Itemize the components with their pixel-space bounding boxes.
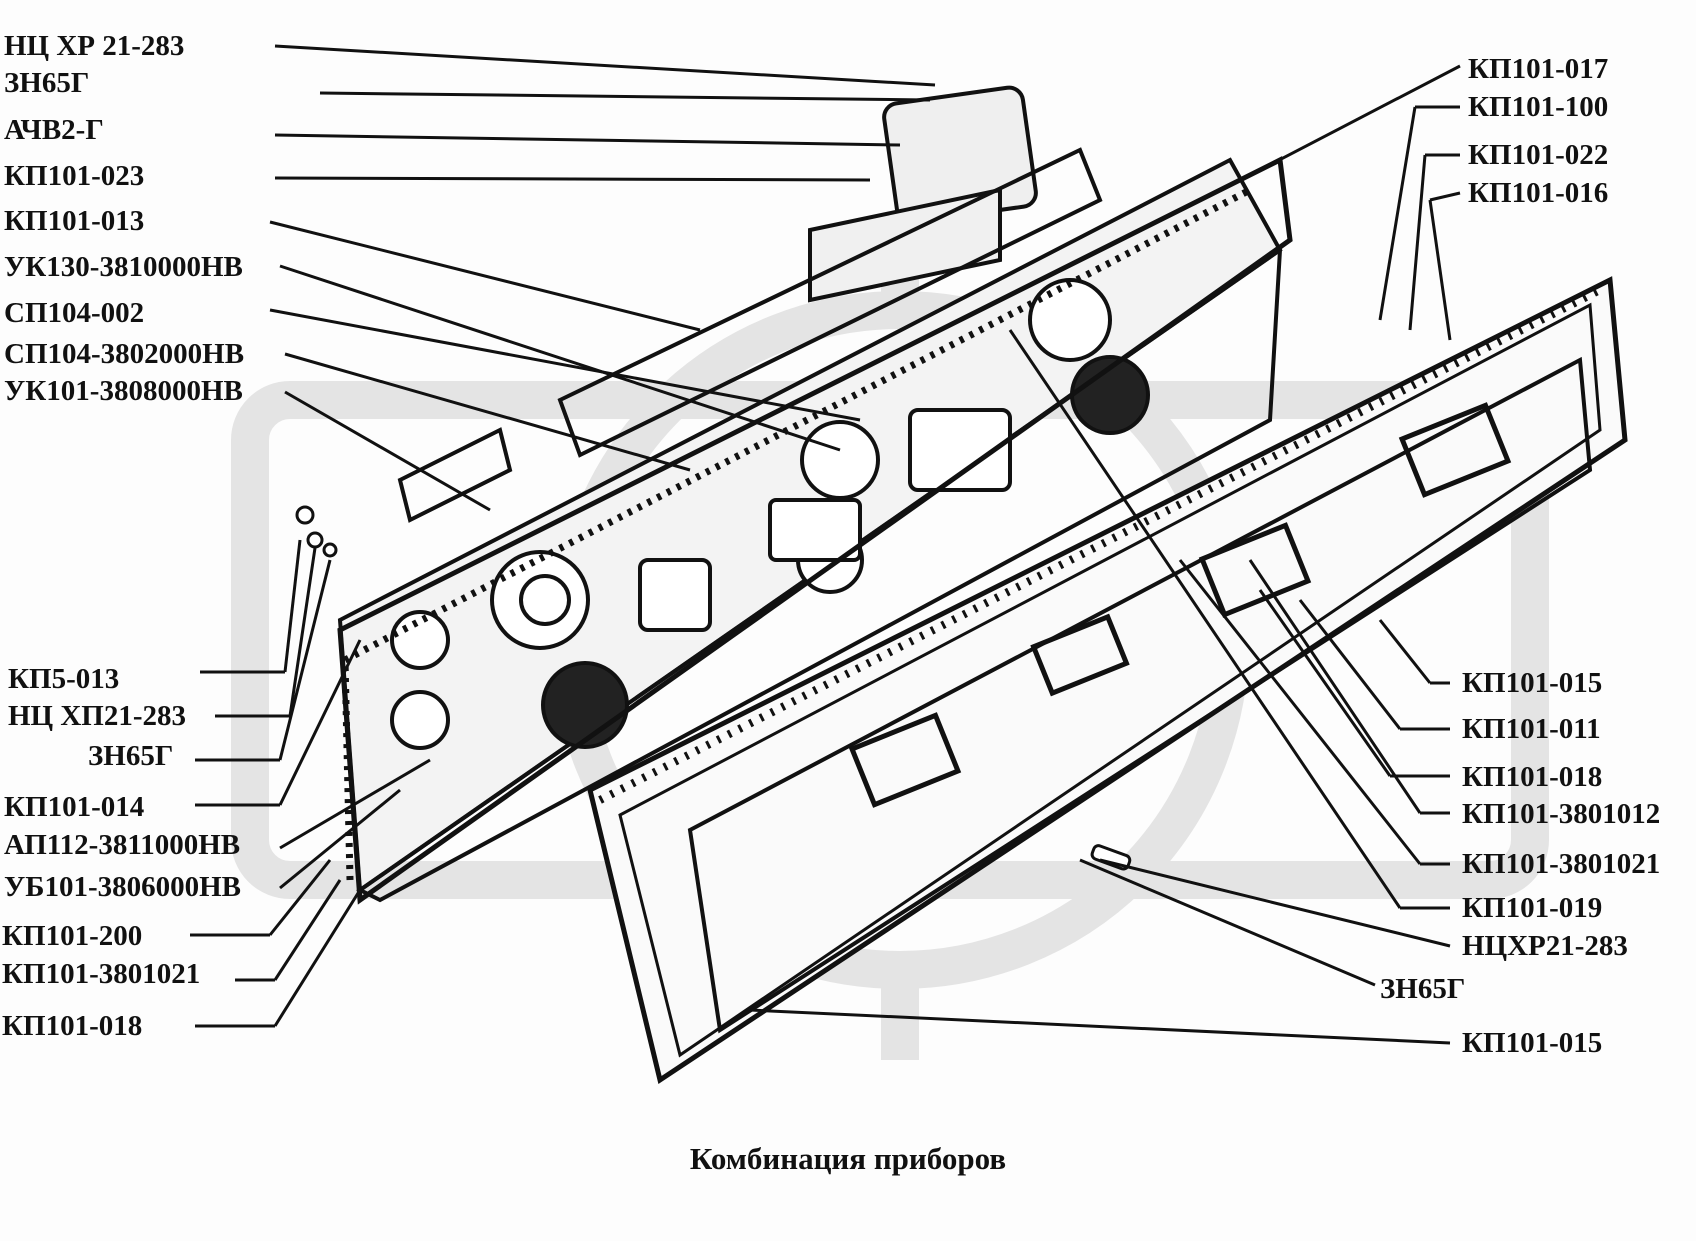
label-kp101-3801012: КП101-3801012	[1462, 798, 1661, 830]
label-kp101-015-bottom: КП101-015	[1462, 1027, 1603, 1059]
label-uk130-3810000nv: УК130-3810000НВ	[4, 251, 243, 283]
label-kp101-018-right: КП101-018	[1462, 761, 1603, 793]
label-zn65g-top: ЗН65Г	[4, 67, 90, 99]
label-kp101-019: КП101-019	[1462, 892, 1603, 924]
label-kp101-016: КП101-016	[1468, 177, 1609, 209]
left-screws	[295, 505, 338, 558]
label-kp101-013: КП101-013	[4, 205, 145, 237]
label-zn65g-left: ЗН65Г	[88, 740, 174, 772]
front-bezel	[587, 276, 1628, 1085]
label-uk101-3808000nv: УК101-3808000НВ	[4, 375, 243, 407]
label-ap112-3811000nv: АП112-3811000НВ	[4, 829, 241, 861]
label-kp101-3801021-right: КП101-3801021	[1462, 848, 1661, 880]
label-kp101-017: КП101-017	[1468, 53, 1609, 85]
figure-caption: Комбинация приборов	[689, 1141, 1007, 1176]
label-zn65g-right: ЗН65Г	[1380, 973, 1466, 1005]
label-ncxr21-283-top: НЦ ХР 21-283	[4, 30, 185, 62]
label-kp101-3801021-left: КП101-3801021	[2, 958, 201, 990]
label-kp101-011: КП101-011	[1462, 713, 1601, 745]
label-achv2-g: АЧВ2-Г	[4, 114, 104, 146]
label-ncxr21-283-right: НЦХР21-283	[1462, 930, 1628, 962]
label-kp101-200: КП101-200	[2, 920, 143, 952]
rear-board	[337, 156, 1293, 905]
bottom-screw	[1090, 844, 1132, 871]
label-kp101-100: КП101-100	[1468, 91, 1609, 123]
label-kp101-023: КП101-023	[4, 160, 145, 192]
label-sp104-3802000nv: СП104-3802000НВ	[4, 338, 245, 370]
label-kp101-018-left: КП101-018	[2, 1010, 143, 1042]
label-ub101-3806000nv: УБ101-3806000НВ	[4, 871, 242, 903]
label-sp104-002: СП104-002	[4, 297, 145, 329]
label-kp101-022: КП101-022	[1468, 139, 1609, 171]
label-kp101-015-top: КП101-015	[1462, 667, 1603, 699]
label-kp5-013: КП5-013	[8, 663, 120, 695]
label-ncxp21-283: НЦ ХП21-283	[8, 700, 187, 732]
gauges	[390, 278, 1150, 750]
label-kp101-014: КП101-014	[4, 791, 145, 823]
leader-lines	[190, 44, 1461, 1045]
